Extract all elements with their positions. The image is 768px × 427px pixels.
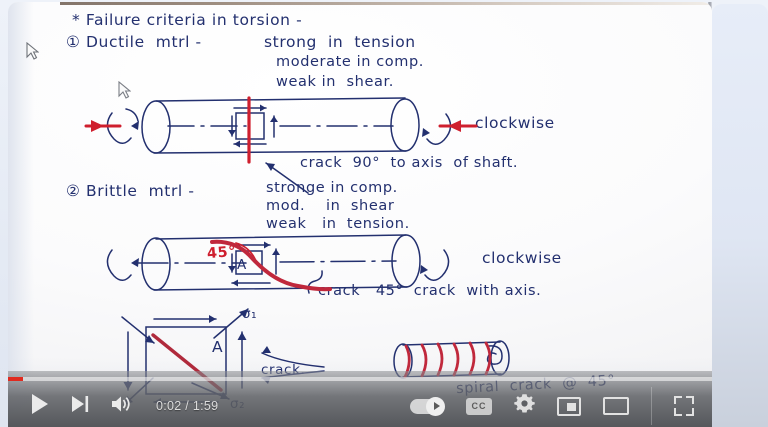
- volume-icon[interactable]: [110, 394, 132, 419]
- handwritten-notes-paper: [8, 2, 712, 427]
- time-display: 0:02 / 1:59: [156, 399, 219, 413]
- progress-bar-played[interactable]: [8, 377, 24, 381]
- paper-left-shadow: [8, 2, 34, 427]
- theater-mode-icon[interactable]: [603, 397, 629, 415]
- page-right-edge: [712, 4, 768, 427]
- controls-divider: [651, 387, 652, 425]
- autoplay-knob: [426, 396, 445, 416]
- player-controls-bar[interactable]: 0:02 / 1:59 CC: [8, 371, 712, 427]
- play-icon[interactable]: [30, 393, 50, 420]
- diagram-overlay: [84, 96, 510, 406]
- miniplayer-icon[interactable]: [557, 396, 581, 416]
- item-2-line-3: weak in tension.: [266, 216, 410, 232]
- element-label-lower: A: [212, 338, 224, 356]
- element-label-upper: A: [237, 257, 247, 273]
- notes-title: * Failure criteria in torsion -: [72, 11, 303, 29]
- item-2-subject: Brittle mtrl -: [86, 182, 195, 200]
- fullscreen-icon[interactable]: [674, 396, 694, 416]
- item-1-line-1: strong in tension: [264, 33, 416, 51]
- crack-line-45deg: [210, 239, 332, 292]
- shaft-diagram-ductile: [106, 97, 452, 194]
- next-video-icon[interactable]: [70, 394, 90, 419]
- gear-icon[interactable]: [514, 393, 535, 419]
- captions-icon[interactable]: CC: [466, 397, 492, 415]
- item-1-number: ①: [66, 33, 81, 51]
- annotation-crack-90: crack 90° to axis of shaft.: [300, 155, 519, 171]
- annotation-clockwise-1: clockwise: [475, 114, 555, 132]
- mouse-cursor-outer: [26, 42, 39, 60]
- shaft-diagram-brittle: [106, 234, 450, 294]
- item-1-line-3: weak in shear.: [276, 74, 394, 90]
- item-1-subject: Ductile mtrl -: [86, 33, 202, 51]
- item-2-number: ②: [66, 182, 81, 200]
- paper-top-edge: [60, 2, 712, 5]
- left-controls-group: 0:02 / 1:59: [8, 393, 218, 420]
- progress-bar-track[interactable]: [8, 377, 712, 381]
- video-player[interactable]: * Failure criteria in torsion - ① Ductil…: [8, 2, 712, 427]
- annotation-clockwise-2: clockwise: [482, 249, 562, 267]
- item-2-line-2: mod. in shear: [266, 198, 395, 214]
- item-2-line-1: stronge in comp.: [266, 180, 398, 196]
- item-1-line-2: moderate in comp.: [276, 54, 424, 70]
- mouse-cursor-inner: [118, 81, 131, 99]
- right-controls-group: CC: [410, 387, 712, 425]
- autoplay-toggle[interactable]: [410, 396, 445, 416]
- controls-button-row: 0:02 / 1:59 CC: [8, 385, 712, 427]
- annotation-crack-45: crack 45° crack with axis.: [318, 283, 542, 299]
